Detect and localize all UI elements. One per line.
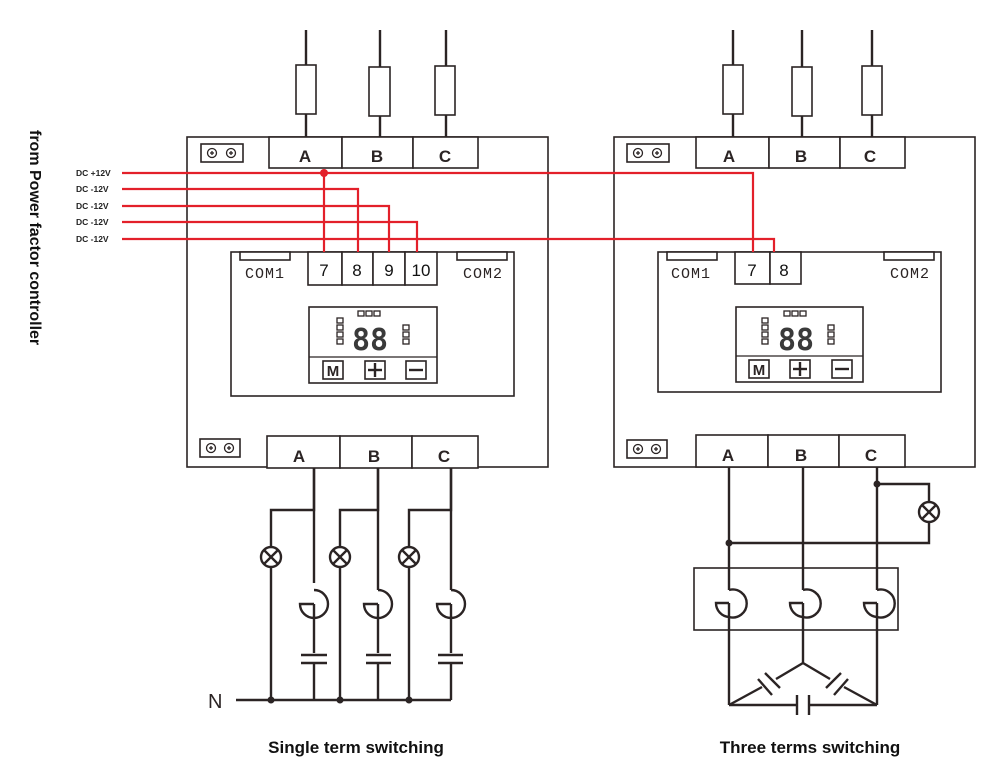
com2-label: COM2 [890, 266, 930, 283]
fuse-icon [368, 66, 391, 117]
contactor-icon [714, 588, 748, 705]
dc-line-label: DC +12V [76, 168, 111, 178]
com1-port [239, 251, 291, 261]
terminal-a: A [723, 147, 735, 166]
caption-three-terms: Three terms switching [720, 738, 900, 757]
supply-fuses [295, 30, 456, 137]
fuse-icon [295, 64, 317, 115]
segment-digits: 88 [778, 323, 814, 358]
screw-terminal-icon [626, 143, 670, 163]
bottom-terminal-block: A B C [266, 435, 479, 469]
terminal-a: A [299, 147, 311, 166]
terminal-10: 10 [412, 261, 431, 280]
dc-line-label: DC -12V [76, 201, 109, 211]
lamp-icon [397, 545, 421, 569]
terminal-7: 7 [747, 261, 756, 280]
control-terminal-block: 7 8 9 10 [307, 251, 438, 286]
dc-minus-12v-wire [122, 220, 419, 252]
lamp-icon [328, 545, 352, 569]
menu-button-label: M [753, 362, 766, 379]
menu-button-label: M [327, 363, 340, 380]
screw-terminal-icon [626, 439, 668, 459]
load-circuit: N [208, 468, 467, 713]
contactor-icon [435, 588, 467, 653]
contactor-icon [362, 588, 394, 653]
dc-minus-12v-wire [122, 187, 360, 252]
screw-terminal-icon [199, 438, 241, 458]
top-terminal-block: A B C [268, 136, 479, 169]
fuse-icon [434, 65, 456, 116]
dc-line-label: DC -12V [76, 234, 109, 244]
terminal-a: A [722, 446, 734, 465]
minus-button[interactable] [405, 360, 427, 380]
terminal-8: 8 [779, 261, 788, 280]
contactor-icon [298, 588, 330, 653]
lamp-icon [917, 500, 941, 524]
unit-single: A B C COM1 COM2 7 8 9 10 [186, 30, 549, 757]
terminal-c: C [439, 147, 451, 166]
menu-button[interactable]: M [322, 360, 344, 380]
terminal-c: C [438, 447, 450, 466]
terminal-7: 7 [319, 261, 328, 280]
contactor-icon [862, 588, 896, 705]
fuse-icon [791, 66, 813, 117]
minus-button[interactable] [831, 359, 853, 379]
capacitor-icon [438, 653, 463, 700]
lcd-display: 88 M [308, 306, 438, 384]
capacitor-bank-delta [728, 661, 878, 715]
contactor-housing [693, 567, 899, 631]
com2-port [883, 251, 935, 261]
dc-minus-12v-wire [122, 204, 391, 252]
dc-line-label: DC -12V [76, 184, 109, 194]
side-label: from Power factor controller [26, 130, 43, 345]
load-circuit [693, 467, 941, 715]
top-terminal-block: A B C [695, 136, 906, 169]
terminal-b: B [795, 147, 807, 166]
contactor-icon [788, 588, 822, 663]
dc-minus-12v-wire [122, 237, 776, 252]
terminal-c: C [864, 147, 876, 166]
caption-single-term: Single term switching [268, 738, 444, 757]
segment-digits: 88 [352, 323, 388, 358]
capacitor-icon [366, 653, 391, 700]
bottom-terminal-block: A B C [695, 434, 906, 468]
com1-port [666, 251, 718, 261]
terminal-8: 8 [352, 261, 361, 280]
com2-port [456, 251, 508, 261]
terminal-a: A [293, 447, 305, 466]
control-terminal-block: 7 8 [734, 251, 802, 285]
terminal-b: B [371, 147, 383, 166]
com2-label: COM2 [463, 266, 503, 283]
com1-label: COM1 [671, 266, 711, 283]
terminal-c: C [865, 446, 877, 465]
com1-label: COM1 [245, 266, 285, 283]
lcd-display: 88 M [735, 306, 864, 383]
lamp-icon [259, 545, 283, 569]
capacitor-icon [301, 653, 327, 700]
neutral-label: N [208, 691, 222, 713]
menu-button[interactable]: M [748, 359, 770, 379]
unit-three: A B C COM1 COM2 7 8 [613, 30, 976, 757]
fuse-icon [722, 64, 744, 115]
dc-plus-12v-wire [122, 171, 755, 252]
screw-terminal-icon [200, 143, 244, 163]
dc-signal-wiring: DC +12V DC -12V DC -12V DC -12V DC -12V [76, 168, 776, 252]
terminal-b: B [368, 447, 380, 466]
terminal-9: 9 [384, 261, 393, 280]
supply-fuses [722, 30, 883, 137]
terminal-b: B [795, 446, 807, 465]
fuse-icon [861, 65, 883, 116]
plus-button[interactable] [789, 359, 811, 379]
dc-line-label: DC -12V [76, 217, 109, 227]
plus-button[interactable] [364, 360, 386, 380]
